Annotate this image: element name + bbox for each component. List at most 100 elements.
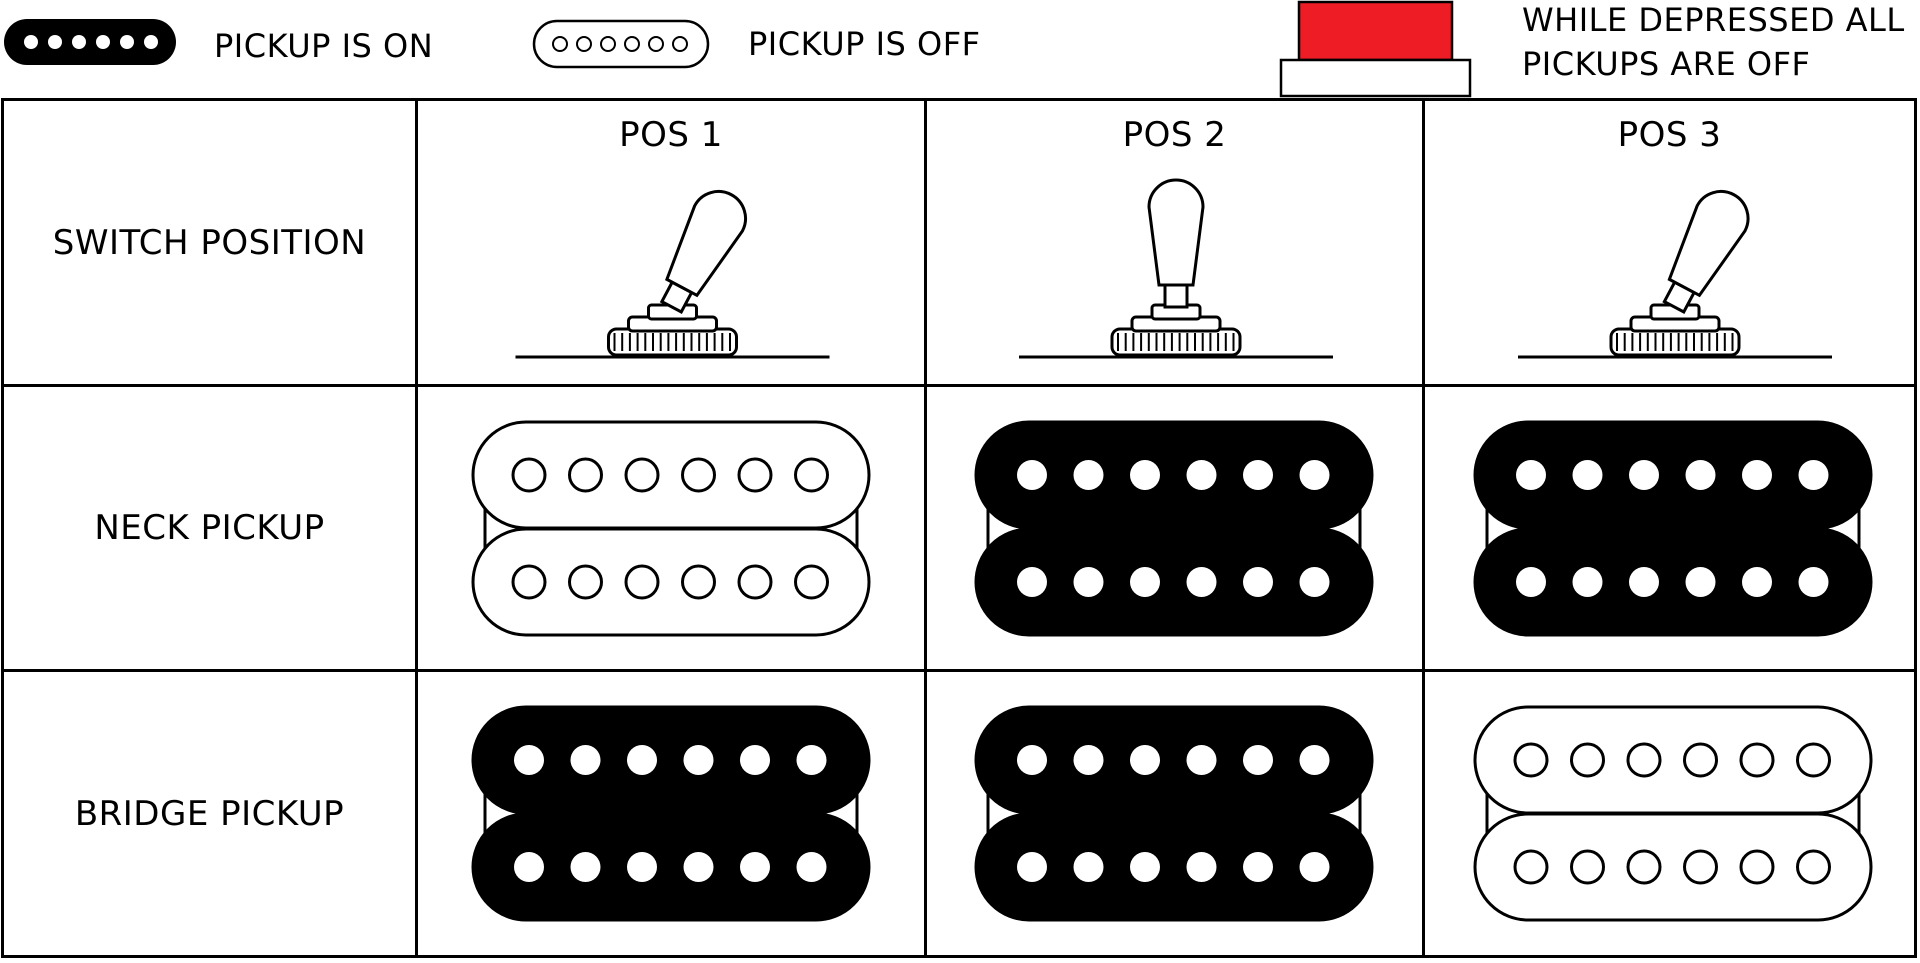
pickup-coil (974, 705, 1374, 815)
pole-piece (1073, 852, 1104, 882)
pickup-coil (471, 420, 871, 530)
pole-piece (1513, 742, 1549, 778)
pole-piece (1572, 567, 1603, 597)
pole-piece (737, 564, 773, 600)
pole-piece (568, 457, 603, 493)
pickup-coil (471, 527, 871, 637)
switch-position-row-label: SWITCH POSITION (4, 101, 418, 387)
pole-piece (511, 564, 547, 600)
bridge-pickup-row-label: BRIDGE PICKUP (4, 672, 418, 955)
pole-piece (740, 745, 770, 775)
pole-piece (1685, 460, 1716, 490)
pole-piece (1683, 742, 1718, 778)
toggle-switch-left-icon (1518, 189, 1832, 359)
pole-piece (1685, 567, 1716, 597)
pickup-coil (1473, 705, 1873, 815)
pole-piece (1243, 567, 1273, 597)
pole-piece (1513, 849, 1549, 885)
pole-piece (1739, 742, 1775, 778)
pole-piece (1516, 567, 1546, 597)
pole-piece (1796, 849, 1831, 885)
pole-piece (794, 564, 829, 600)
neck-humbucker-off-icon (471, 420, 871, 637)
pos1-header: POS 1 (619, 115, 723, 155)
neck-pickup-pos2-icon (974, 420, 1374, 637)
pickup-coil (471, 705, 871, 815)
pole-piece (1186, 852, 1217, 882)
pole-piece (1516, 460, 1546, 490)
pole-piece (1017, 460, 1047, 490)
pole-piece (1739, 849, 1775, 885)
button-note-line2: PICKUPS ARE OFF (1522, 45, 1811, 83)
pole-piece (514, 852, 544, 882)
pole-piece (681, 564, 716, 600)
pickup-off-legend-icon (532, 19, 710, 69)
pole-piece (1073, 745, 1104, 775)
pole-piece (1299, 460, 1330, 490)
pos3-bridge-cell (1425, 672, 1914, 955)
pole-piece (1130, 745, 1160, 775)
pickup-coil (1473, 420, 1873, 530)
bridge-pickup-label: BRIDGE PICKUP (74, 793, 345, 834)
pole-piece (1186, 745, 1217, 775)
pole-piece (624, 457, 660, 493)
pole-piece (796, 852, 827, 882)
neck-pickup-row-label: NECK PICKUP (4, 387, 418, 672)
pos3-header: POS 3 (1617, 115, 1722, 155)
pole-piece (1683, 849, 1718, 885)
switch-position-label: SWITCH POSITION (52, 222, 367, 263)
legend-graphics (4, 0, 1472, 98)
pole-piece (1017, 745, 1047, 775)
neck-pickup-pos3-icon (1473, 420, 1873, 637)
pole-piece (1299, 745, 1330, 775)
neck-pickup-pos1-icon (471, 420, 871, 637)
neck-humbucker-on-icon (974, 420, 1374, 637)
pole-piece (627, 745, 657, 775)
pickup-coil (974, 420, 1374, 530)
pole-piece (1626, 742, 1662, 778)
pole-piece (1299, 567, 1330, 597)
pos2-header: POS 2 (1122, 115, 1227, 155)
pickup-coil (974, 812, 1374, 922)
neck-pickup-label: NECK PICKUP (94, 508, 325, 548)
bridge-pickup-pos3-icon (1473, 705, 1873, 922)
pole-piece (683, 745, 714, 775)
pole-piece (1572, 460, 1603, 490)
pickup-on-label: PICKUP IS ON (214, 27, 434, 65)
pole-piece (1130, 460, 1160, 490)
toggle-switch-left-icon (515, 189, 830, 359)
pole-piece (514, 745, 544, 775)
pole-piece (1796, 742, 1831, 778)
pos3-neck-cell (1425, 387, 1914, 672)
pickup-off-label: PICKUP IS OFF (748, 25, 981, 63)
pickup-coil (974, 527, 1374, 637)
pole-piece (1798, 567, 1829, 597)
pole-piece (1073, 460, 1104, 490)
bridge-humbucker-on-icon (471, 705, 871, 922)
pole-piece (1130, 852, 1160, 882)
bridge-humbucker-off-icon (1473, 705, 1873, 922)
pole-piece (570, 745, 601, 775)
button-note-line1: WHILE DEPRESSED ALL (1522, 1, 1905, 39)
pickup-coil (1473, 812, 1873, 922)
pos1-neck-cell (418, 387, 927, 672)
pole-piece (1629, 567, 1659, 597)
pole-piece (1017, 567, 1047, 597)
pole-piece (1570, 849, 1605, 885)
pole-piece (737, 457, 773, 493)
pole-piece (683, 852, 714, 882)
pole-piece (624, 564, 660, 600)
pos1-bridge-cell (418, 672, 927, 955)
pole-piece (1243, 745, 1273, 775)
pickup-on-legend-icon (4, 19, 176, 65)
bridge-pickup-pos1-icon (471, 705, 871, 922)
pole-piece (1570, 742, 1605, 778)
bridge-pickup-pos2-icon (974, 705, 1374, 922)
pos3-switch-cell: POS 3 (1425, 101, 1914, 387)
pos1-switch-cell: POS 1 (418, 101, 927, 387)
bridge-humbucker-on-icon (974, 705, 1374, 922)
pole-piece (1243, 460, 1273, 490)
pole-piece (1299, 852, 1330, 882)
pos2-bridge-cell (927, 672, 1425, 955)
pole-piece (794, 457, 829, 493)
